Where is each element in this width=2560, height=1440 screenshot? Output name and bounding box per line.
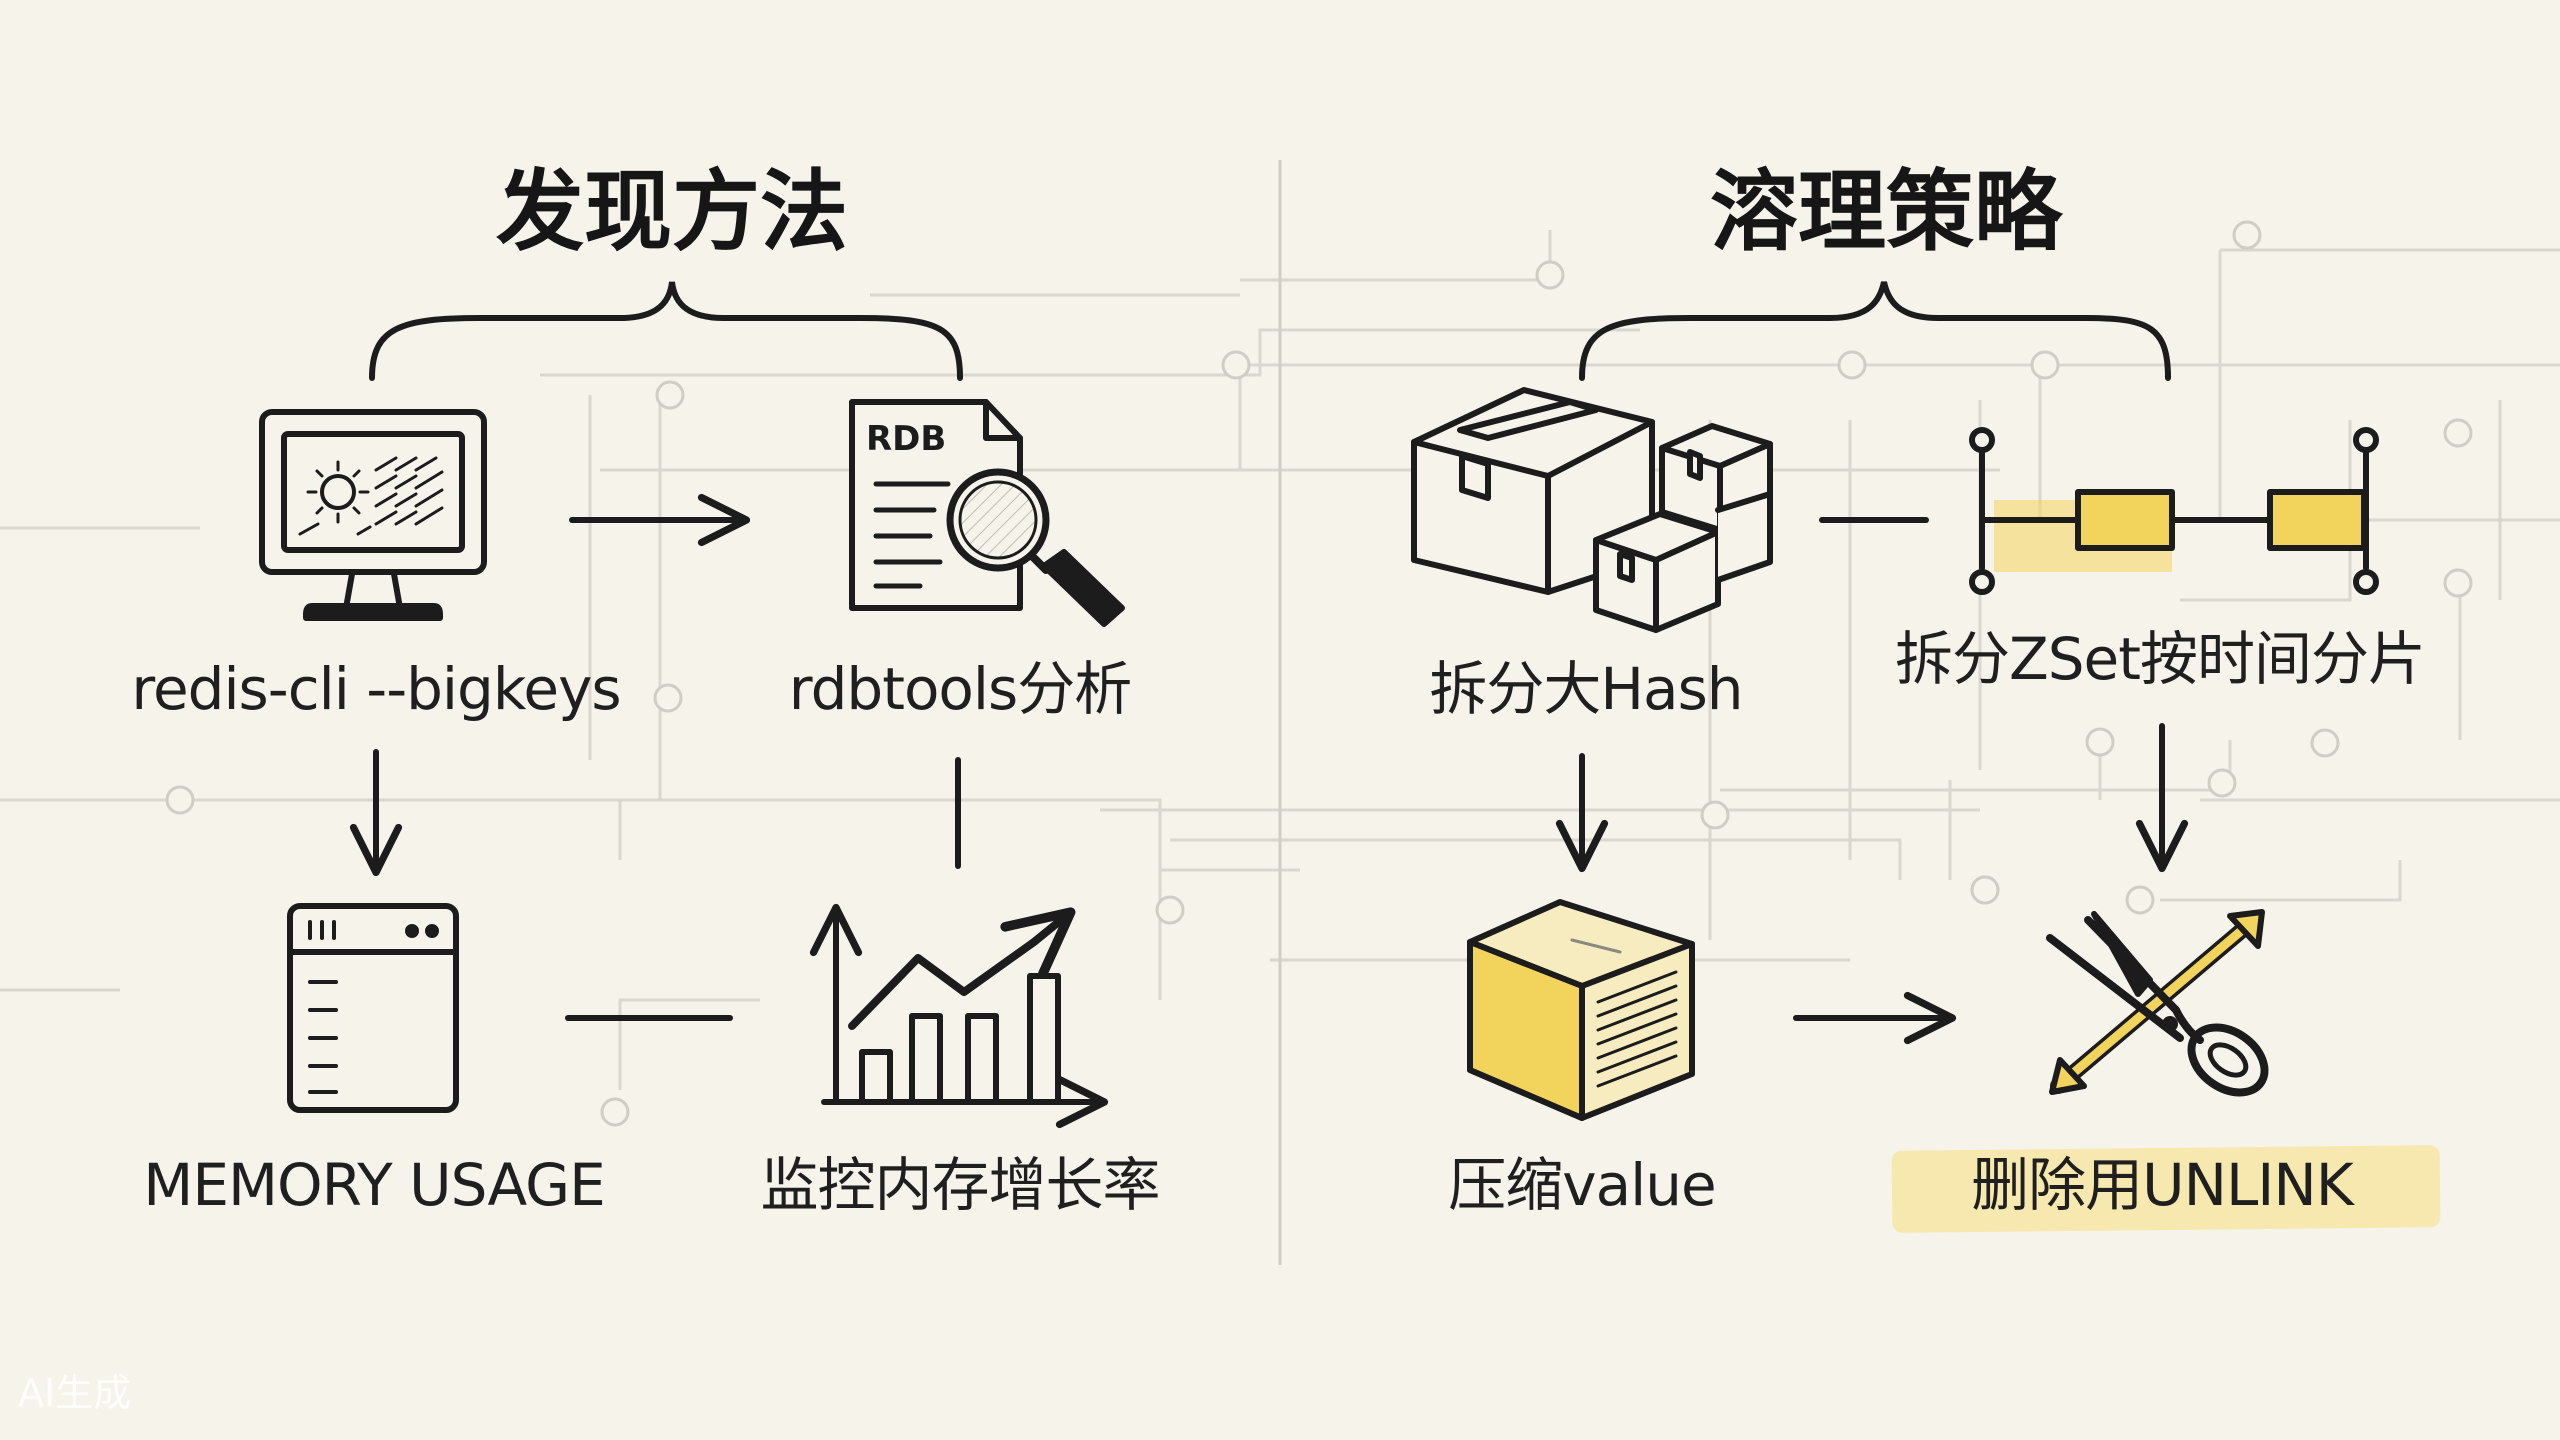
rdbtools-label: rdbtools分析 (788, 655, 1133, 723)
terminal-window-icon (287, 903, 459, 1113)
remediation-title: 溶理策略 (1709, 160, 2063, 263)
timeline-segments-icon (1969, 427, 2379, 595)
discovery-title: 发现方法 (495, 160, 849, 263)
boxes-icon (1411, 387, 1773, 633)
ai-watermark: AI生成 (18, 1371, 132, 1415)
unlink-delete-label: 删除用UNLINK (1971, 1151, 2354, 1219)
split-hash-label: 拆分大Hash (1429, 655, 1743, 723)
scissors-icon (2046, 909, 2269, 1097)
rdb-document-magnifier-icon: RDB (849, 399, 1125, 627)
redis-cli-label: redis-cli --bigkeys (131, 655, 621, 723)
monitor-icon (259, 409, 487, 621)
compressed-box-icon (1467, 899, 1695, 1121)
growth-bar-chart-icon (809, 903, 1109, 1129)
split-zset-label: 拆分ZSet按时间分片 (1895, 625, 2426, 693)
monitor-growth-label: 监控内存增长率 (760, 1151, 1160, 1219)
discovery-brace (369, 281, 963, 381)
memory-usage-label: MEMORY USAGE (143, 1151, 605, 1219)
remediation-brace (1579, 281, 2171, 381)
rdb-icon-text: RDB (866, 419, 946, 459)
compress-value-label: 压缩value (1448, 1151, 1716, 1219)
